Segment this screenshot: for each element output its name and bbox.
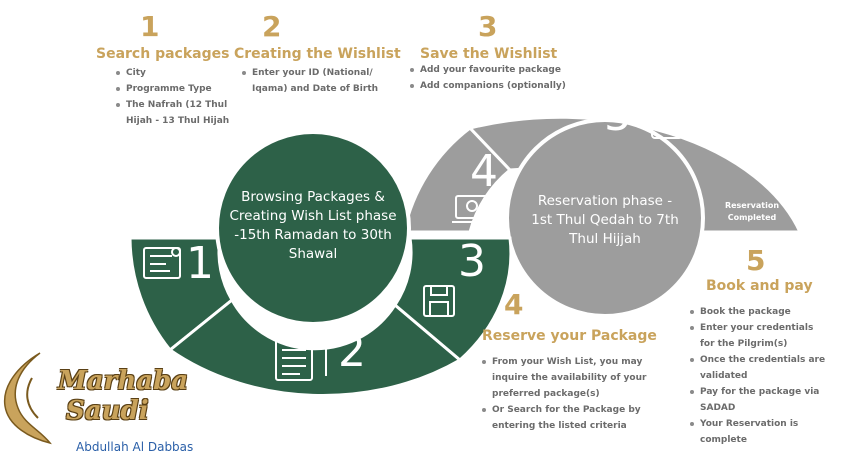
- step-4-title: Reserve your Package: [482, 328, 657, 344]
- step-3-item: Add your favourite package: [410, 62, 580, 78]
- step-5-item: Once the credentials are validated: [690, 352, 830, 384]
- step-3-list: Add your favourite package Add companion…: [410, 62, 580, 94]
- step-4-item: Or Search for the Package by entering th…: [482, 402, 662, 434]
- segment-number-3: 3: [458, 236, 486, 287]
- step-2-list: Enter your ID (National/ Iqama) and Date…: [242, 65, 382, 97]
- step-1-number: 1: [140, 10, 160, 43]
- logo-line-2: Saudi: [66, 396, 149, 426]
- search-list-icon: [143, 247, 181, 279]
- step-4-list: From your Wish List, you may inquire the…: [482, 354, 662, 434]
- step-5-list: Book the package Enter your credentials …: [690, 304, 830, 448]
- ring-segment-3: [393, 236, 513, 362]
- marhaba-saudi-logo: Marhaba Saudi: [0, 348, 220, 448]
- step-1-item: City: [116, 65, 232, 81]
- step-4-number: 4: [504, 288, 524, 321]
- step-1-item: The Nafrah (12 Thul Hijah - 13 Thul Hija…: [116, 97, 232, 129]
- step-1-title: Search packages: [96, 46, 230, 62]
- reservation-phase-label: Reservation phase - 1st Thul Qedah to 7t…: [531, 193, 679, 247]
- browsing-phase-label: Browsing Packages & Creating Wish List p…: [229, 189, 397, 262]
- segment-number-4: 4: [470, 146, 498, 197]
- step-2-title: Creating the Wishlist: [234, 46, 401, 62]
- step-2-item: Enter your ID (National/ Iqama) and Date…: [242, 65, 382, 97]
- logo-line-1: Marhaba: [58, 366, 189, 396]
- step-3-title: Save the Wishlist: [420, 46, 558, 62]
- segment-number-1: 1: [186, 238, 214, 289]
- step-1-list: City Programme Type The Nafrah (12 Thul …: [116, 65, 232, 129]
- footer-author-text: Abdullah Al Dabbas: [76, 440, 194, 454]
- step-5-item: Book the package: [690, 304, 830, 320]
- reservation-completed-label: Reservation Completed: [724, 201, 780, 222]
- step-4-item: From your Wish List, you may inquire the…: [482, 354, 662, 402]
- save-floppy-icon: [423, 285, 455, 317]
- reservation-phase-circle: [505, 118, 705, 318]
- payment-card-icon: [651, 103, 683, 139]
- laptop-search-icon: [452, 195, 494, 223]
- step-5-title: Book and pay: [706, 278, 813, 294]
- logo-emblem-icon: [3, 352, 52, 445]
- step-1-item: Programme Type: [116, 81, 232, 97]
- step-5-item: Your Reservation is complete: [690, 416, 830, 448]
- step-3-number: 3: [478, 10, 498, 43]
- segment-number-2: 2: [338, 326, 366, 377]
- step-2-number: 2: [262, 10, 282, 43]
- segment-number-5: 5: [604, 90, 632, 141]
- step-5-item: Enter your credentials for the Pilgrim(s…: [690, 320, 830, 352]
- browsing-phase-circle: [215, 130, 411, 326]
- step-5-item: Pay for the package via SADAD: [690, 384, 830, 416]
- form-pen-icon: [275, 339, 327, 381]
- step-3-item: Add companions (optionally): [410, 78, 580, 94]
- step-5-number: 5: [746, 244, 766, 277]
